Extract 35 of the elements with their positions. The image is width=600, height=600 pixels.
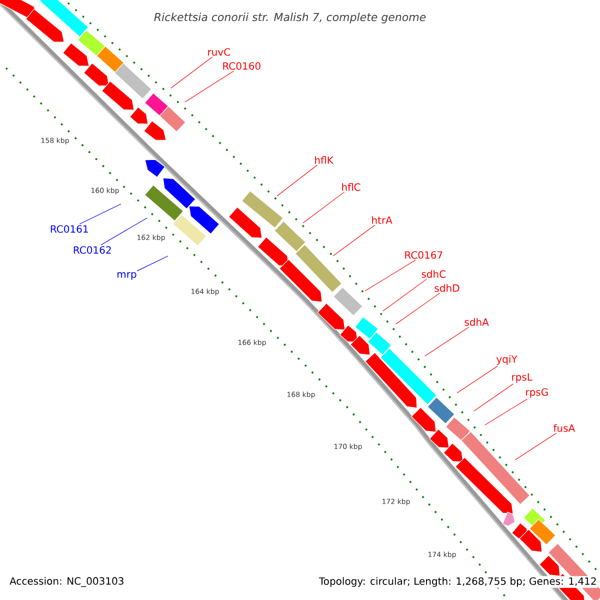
gene-label: htrA — [372, 216, 392, 224]
gene-label: RC0162 — [74, 246, 111, 254]
gene-label: RC0161 — [50, 225, 88, 233]
gene-label: fusA — [553, 424, 576, 432]
gene-label: ruvC — [208, 48, 230, 56]
leader-line — [396, 292, 440, 324]
gene-label: rpsL — [512, 373, 532, 383]
leader-line — [456, 366, 498, 394]
leader-line — [136, 256, 168, 272]
gene-label: hflC — [342, 183, 360, 191]
gene-label: mrp — [118, 272, 136, 280]
gene-label: RC0167 — [405, 251, 442, 259]
leader-line — [100, 218, 148, 246]
leader-line — [170, 56, 213, 88]
accession-label: Accession: NC_003103 — [10, 577, 124, 587]
leader-line — [332, 224, 376, 256]
gene-label: yqiY — [496, 355, 518, 365]
gene-label: RC0160 — [223, 62, 260, 70]
leader-line — [484, 398, 528, 426]
leader-line — [474, 384, 514, 412]
leader-line — [514, 432, 557, 460]
leader-line — [276, 164, 318, 196]
leader-line — [382, 278, 427, 312]
gene-label: sdhD — [434, 284, 460, 292]
title: Rickettsia conorii str. Malish 7, complete genome — [154, 12, 426, 24]
leader-line — [79, 204, 122, 224]
leader-line — [184, 70, 234, 102]
leader-line — [364, 260, 416, 292]
leader-line — [302, 192, 345, 224]
genome-info-label: Topology: circular; Length: 1,268,755 bp; Genes: 1,412 — [318, 576, 598, 588]
gene-label: sdhC — [422, 270, 446, 278]
leader-line — [424, 326, 470, 356]
gene-label: sdhA — [464, 318, 489, 326]
gene-label: hflK — [315, 156, 334, 164]
gene-label: rpsG — [526, 388, 548, 398]
